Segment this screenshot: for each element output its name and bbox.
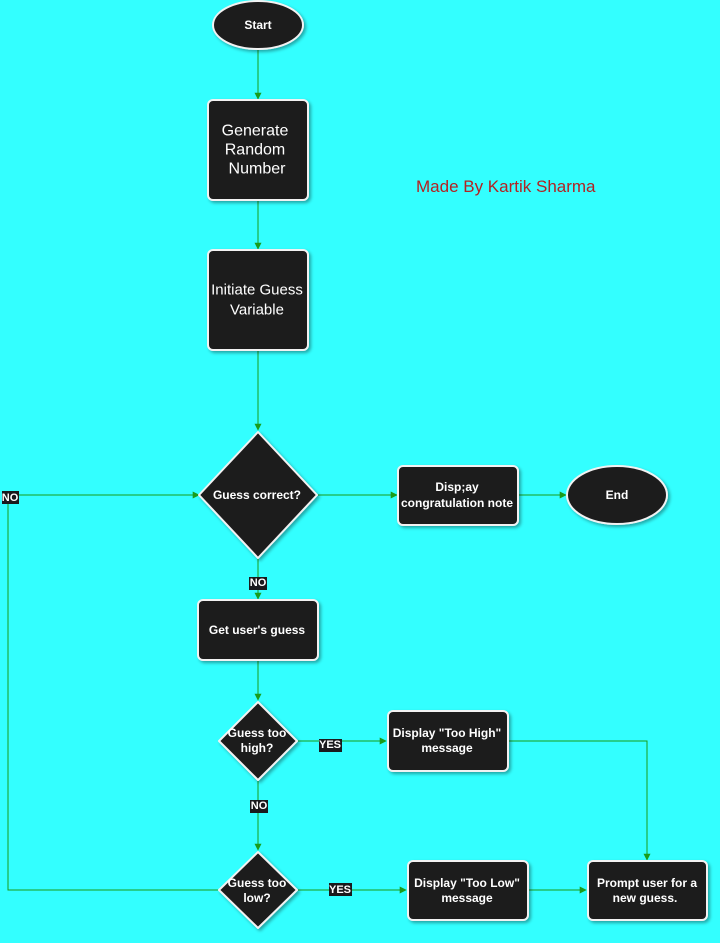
too-low-label-1: Guess too: [228, 876, 287, 890]
display-congrats-label-1: Disp;ay: [435, 480, 479, 494]
start-label: Start: [244, 18, 271, 32]
guess-correct-node: [198, 431, 318, 559]
edge-labels: NO NO YES NO YES: [2, 491, 352, 896]
prompt-label-2: new guess.: [613, 891, 678, 905]
get-guess-node: [197, 599, 319, 661]
initiate-label-2: Variable: [230, 302, 284, 319]
display-congrats-node: [397, 465, 519, 526]
start-node: [212, 0, 304, 50]
node-labels: Start Generate Random Number Initiate Gu…: [209, 18, 697, 905]
edge-label-correct-no: NO: [250, 577, 267, 589]
display-high-node: [387, 710, 509, 772]
initiate-label-1: Initiate Guess: [211, 282, 303, 299]
display-low-node: [407, 860, 529, 921]
edge-label-loop-no: NO: [2, 492, 19, 504]
generate-label-1: Generate: [222, 123, 289, 140]
too-high-label-2: high?: [241, 741, 274, 755]
display-high-label-1: Display "Too High": [393, 726, 502, 740]
generate-label-3: Number: [229, 161, 287, 178]
too-high-node: [218, 701, 298, 781]
guess-correct-label: Guess correct?: [213, 488, 301, 502]
prompt-node: [587, 860, 708, 921]
display-congrats-label-2: congratulation note: [401, 496, 513, 510]
edge-displayhigh-prompt: [508, 740, 651, 861]
generate-node: [207, 99, 309, 201]
get-guess-label: Get user's guess: [209, 623, 306, 637]
prompt-label-1: Prompt user for a: [597, 876, 697, 890]
edge-label-low-yes: YES: [329, 884, 351, 896]
end-label: End: [606, 488, 629, 502]
display-low-label-1: Display "Too Low": [414, 876, 520, 890]
too-low-node: [218, 851, 298, 929]
edge-label-high-no: NO: [251, 800, 268, 812]
edges: [7, 50, 651, 894]
generate-label-2: Random: [225, 142, 285, 159]
edge-label-high-yes: YES: [319, 739, 341, 751]
display-low-label-2: message: [441, 891, 493, 905]
nodes: [197, 0, 708, 929]
author-credit: Made By Kartik Sharma: [416, 177, 596, 196]
initiate-node: [207, 249, 309, 351]
end-node: [566, 465, 668, 525]
too-low-label-2: low?: [243, 891, 270, 905]
edge-toolow-loop: [7, 491, 218, 891]
too-high-label-1: Guess too: [228, 726, 287, 740]
display-high-label-2: message: [421, 741, 473, 755]
